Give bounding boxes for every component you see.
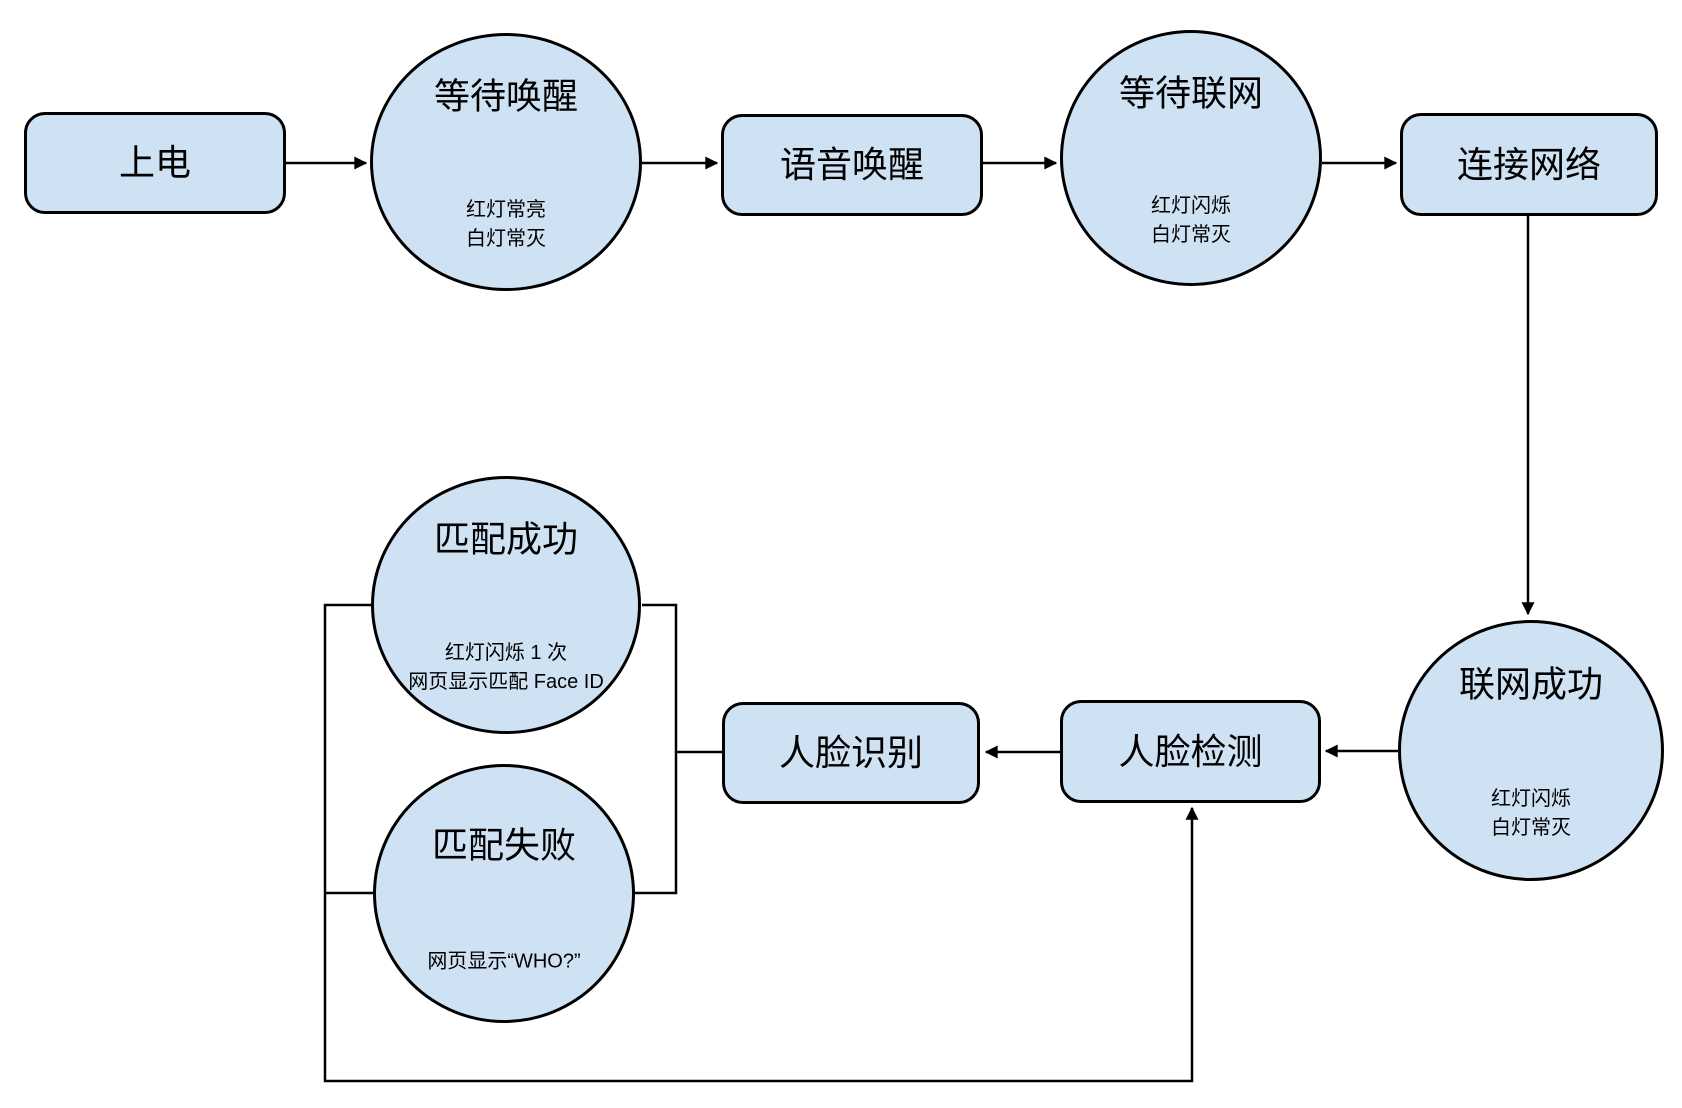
node-face-detection: 人脸检测 [1060,700,1321,803]
node-match-fail-note: 网页显示“WHO?” [427,950,581,973]
node-match-fail-label: 匹配失败 [431,824,576,866]
node-wait-network-note: 红灯闪烁 白灯常灭 [1151,194,1231,246]
edge-branch-to-match-circles [635,603,678,895]
node-wait-network-label: 等待联网 [1118,72,1263,114]
node-network-success: 联网成功 红灯闪烁 白灯常灭 [1398,620,1664,881]
node-face-recognition: 人脸识别 [722,702,980,804]
node-connect-network-label: 连接网络 [1456,143,1601,185]
node-match-success-label: 匹配成功 [433,518,578,560]
node-network-success-note: 红灯闪烁 白灯常灭 [1491,788,1571,840]
edge-match-loop-to-face-detection [323,603,1199,1083]
node-power-on: 上电 [24,112,286,214]
node-match-success-note: 红灯闪烁 1 次 网页显示匹配 Face ID [408,642,604,693]
node-connect-network: 连接网络 [1400,113,1658,216]
node-face-recognition-label: 人脸识别 [778,732,923,774]
node-voice-wake: 语音唤醒 [721,114,983,216]
node-match-fail: 匹配失败 网页显示“WHO?” [373,764,635,1023]
node-match-success: 匹配成功 红灯闪烁 1 次 网页显示匹配 Face ID [371,476,641,734]
node-face-detection-label: 人脸检测 [1118,730,1263,772]
node-wait-network: 等待联网 红灯闪烁 白灯常灭 [1060,30,1322,286]
node-wait-wake-label: 等待唤醒 [433,75,578,117]
node-wait-wake: 等待唤醒 红灯常亮 白灯常灭 [370,33,642,291]
node-voice-wake-label: 语音唤醒 [779,144,924,186]
node-power-on-label: 上电 [118,142,191,184]
node-network-success-label: 联网成功 [1458,663,1603,705]
node-wait-wake-note: 红灯常亮 白灯常灭 [466,199,546,250]
